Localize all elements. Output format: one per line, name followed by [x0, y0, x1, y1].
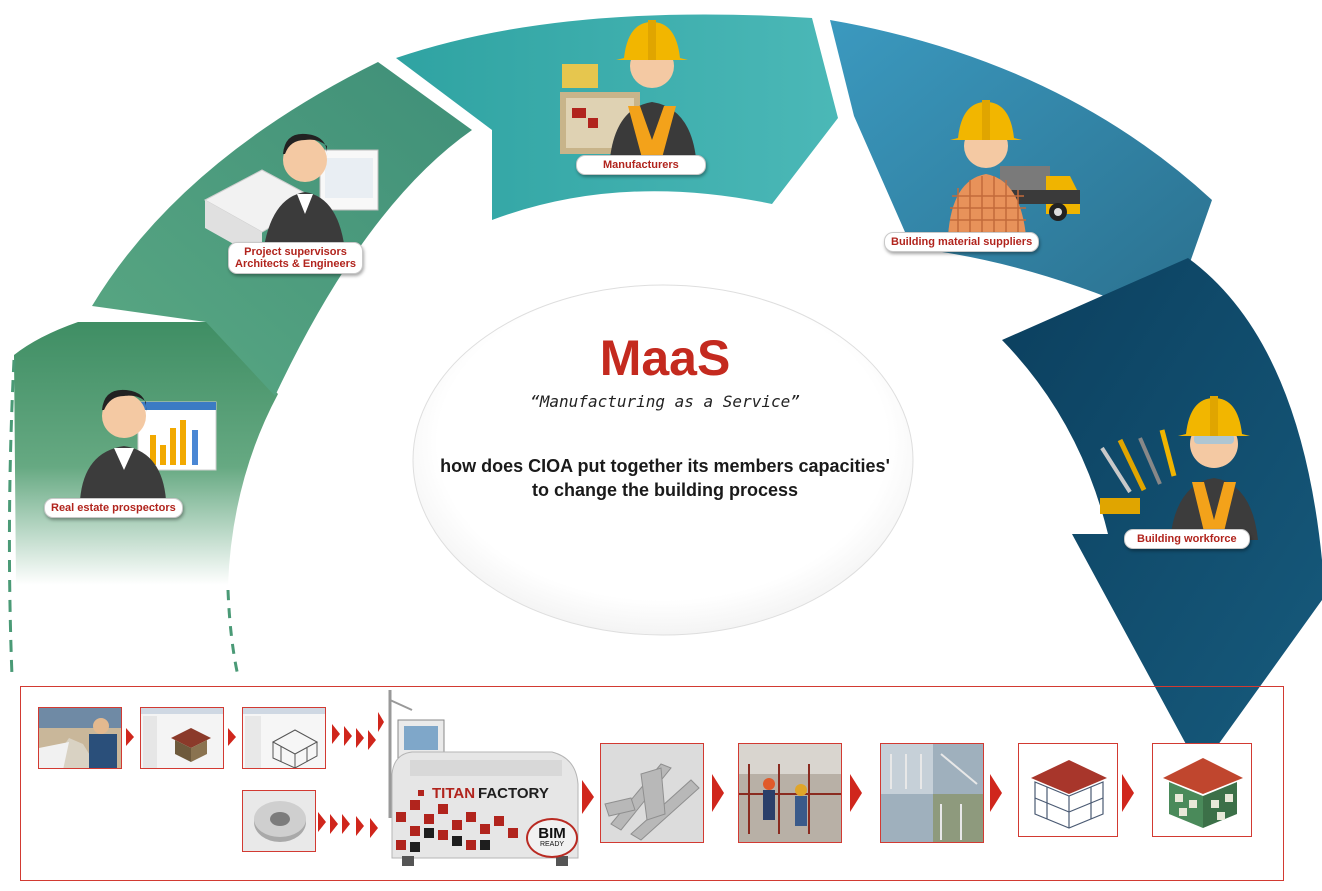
- machine-brand-a: TITAN: [432, 785, 475, 802]
- arrow-3: [712, 774, 724, 812]
- workforce-person-illustration: [1100, 396, 1258, 540]
- center-question: how does CIOA put together its members c…: [440, 456, 890, 500]
- label-real-estate-prospectors: Real estate prospectors: [44, 498, 183, 518]
- thumb-frame-model: [242, 707, 326, 769]
- label-suppliers-text: Building material suppliers: [891, 236, 1033, 248]
- center-subtitle: “Manufacturing as a Service”: [530, 392, 800, 411]
- bim-badge-sub: READY: [539, 841, 565, 848]
- arrow-machine-out: [582, 780, 594, 814]
- thumb-bim-model: [140, 707, 224, 769]
- label-project-supervisors: Project supervisors Architects & Enginee…: [228, 242, 364, 274]
- thumb-frame-structure: [880, 743, 984, 843]
- label-manufacturers-text: Manufacturers: [603, 159, 679, 171]
- bim-badge-main: BIM: [538, 825, 566, 842]
- dashed-guide-left: [7, 359, 16, 677]
- center-ellipse: [412, 284, 914, 636]
- label-workforce-text: Building workforce: [1137, 533, 1237, 545]
- label-real-estate-text: Real estate prospectors: [51, 502, 176, 514]
- thumb-house-frame: [1018, 743, 1118, 837]
- thumb-planning-photo: [38, 707, 122, 769]
- bim-ready-badge: BIM READY: [526, 818, 578, 858]
- label-manufacturers: Manufacturers: [576, 155, 706, 175]
- thumb-workers-assembly: [738, 743, 842, 843]
- process-arrows: [126, 712, 1134, 838]
- label-building-material-suppliers: Building material suppliers: [884, 232, 1040, 252]
- dashed-guide-right: [226, 589, 240, 677]
- thumb-finished-house: [1152, 743, 1252, 837]
- manufacturer-person-illustration: [560, 20, 696, 158]
- arrow-5: [990, 774, 1002, 812]
- process-frame: [20, 686, 1284, 881]
- center-title: MaaS: [599, 330, 731, 386]
- thumb-steel-coil: [242, 790, 316, 852]
- real-estate-person-illustration: [80, 389, 217, 500]
- arrow-4: [850, 774, 862, 812]
- arrow-6: [1122, 774, 1134, 812]
- arrow-1: [126, 728, 134, 746]
- arrow-2: [228, 728, 236, 746]
- label-building-workforce: Building workforce: [1124, 529, 1250, 549]
- arc-segment-workforce: [1002, 258, 1322, 770]
- thumb-steel-profiles: [600, 743, 704, 843]
- label-project-line2: Architects & Engineers: [235, 258, 357, 270]
- supplier-person-illustration: [948, 100, 1080, 236]
- machine-brand-b: FACTORY: [478, 785, 549, 802]
- label-project-line1: Project supervisors: [244, 246, 347, 258]
